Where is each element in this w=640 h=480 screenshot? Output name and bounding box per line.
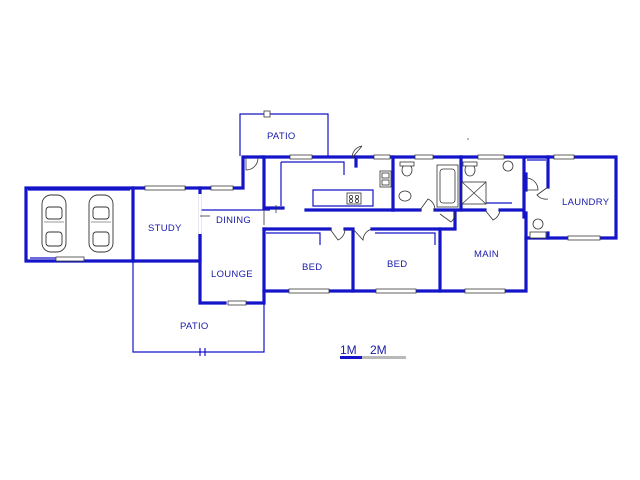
window — [553, 154, 575, 160]
washing-machine-icon — [532, 218, 544, 230]
room-label-bed-2: BED — [387, 259, 407, 270]
door — [484, 209, 501, 221]
car-icon — [88, 194, 114, 253]
sink-icon — [379, 170, 392, 188]
walls — [24, 155, 618, 305]
window — [227, 300, 247, 306]
room-label-dining: DINING — [216, 215, 251, 226]
window — [373, 154, 391, 160]
basin-icon — [398, 190, 412, 202]
scale-bar: 1M 2M — [340, 343, 406, 359]
room-label-lounge: LOUNGE — [211, 269, 253, 280]
room-label-main: MAIN — [474, 249, 499, 260]
cars — [41, 194, 114, 253]
fixtures — [346, 160, 547, 239]
window — [288, 288, 330, 294]
window — [375, 288, 417, 294]
window — [289, 154, 313, 160]
doors — [198, 145, 549, 241]
scale-label-1m: 1M — [340, 343, 357, 357]
room-label-bed-1: BED — [302, 262, 322, 273]
door — [351, 145, 363, 159]
basin-icon — [502, 160, 514, 172]
window — [414, 154, 434, 160]
window — [263, 110, 271, 118]
room-label-patio-bottom: PATIO — [180, 321, 209, 332]
stove-icon — [346, 192, 362, 205]
room-label-patio-top: PATIO — [267, 131, 296, 142]
window — [464, 288, 506, 294]
door — [536, 186, 549, 200]
window — [477, 154, 505, 160]
car-icon — [41, 194, 67, 253]
scale-label-2m: 2M — [370, 343, 387, 357]
door — [525, 177, 539, 191]
door — [439, 212, 456, 223]
scale-segment-2 — [362, 356, 406, 359]
window — [210, 185, 234, 191]
scale-segment-1 — [340, 356, 362, 359]
door — [352, 228, 373, 241]
door — [329, 228, 346, 241]
window — [567, 235, 601, 241]
room-label-study: STUDY — [148, 223, 182, 234]
window — [144, 185, 186, 191]
room-labels: PATIO STUDY DINING LOUNGE BED BED MAIN L… — [148, 131, 610, 332]
windows — [55, 110, 601, 306]
window — [55, 256, 85, 262]
door — [419, 198, 436, 211]
door — [245, 157, 259, 171]
room-label-laundry: LAUNDRY — [562, 197, 610, 208]
